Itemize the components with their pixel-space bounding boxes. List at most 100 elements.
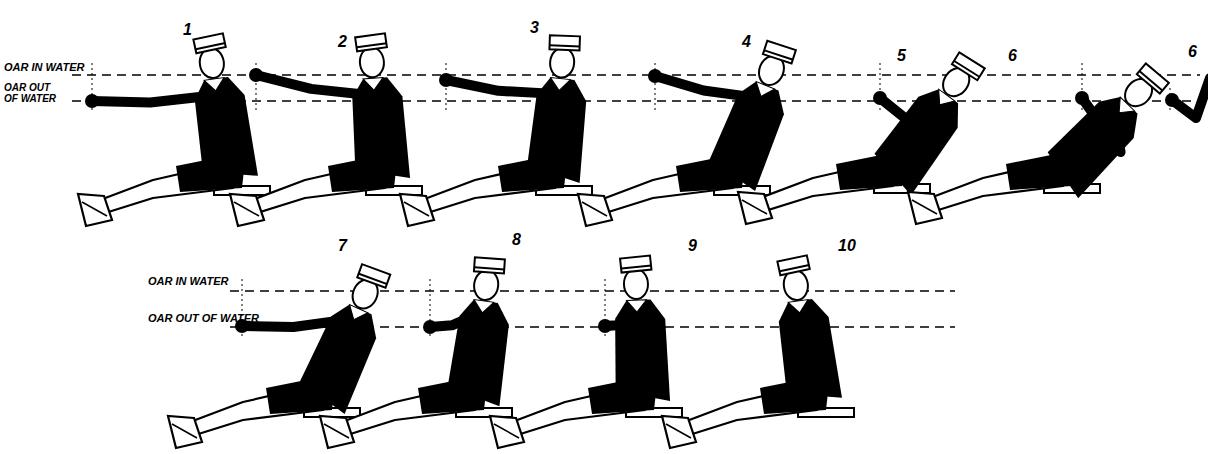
- callout-number: 10: [838, 238, 868, 255]
- arm: [1082, 98, 1121, 152]
- cap-band: [764, 49, 793, 62]
- cap-band: [475, 265, 505, 271]
- cap: [777, 255, 810, 275]
- cap: [473, 255, 506, 275]
- guide-lines: [72, 75, 1200, 327]
- guide-label: OAR IN WATER: [4, 62, 124, 74]
- rower-partial: [1165, 78, 1208, 118]
- arm: [92, 96, 208, 103]
- jersey: [774, 297, 842, 406]
- shoe-strap: [234, 202, 259, 216]
- shoe: [738, 192, 772, 224]
- rower: [78, 31, 270, 226]
- cap-band: [621, 266, 651, 269]
- shoe: [168, 416, 202, 448]
- guide-label: OAR OUT OF WATER: [4, 83, 64, 104]
- callout-number: 4: [742, 34, 762, 51]
- callout-number: 2: [338, 34, 358, 51]
- head: [623, 269, 648, 300]
- callout-number: 7: [338, 238, 358, 255]
- shoe: [908, 192, 942, 224]
- shoe: [490, 416, 524, 448]
- collar: [627, 300, 647, 313]
- guide-label: OAR OUT OF WATER: [148, 313, 308, 325]
- cap: [356, 262, 391, 289]
- cap: [355, 33, 387, 51]
- arm: [446, 80, 551, 94]
- callout-number: 9: [688, 238, 708, 255]
- rower: [908, 56, 1180, 224]
- upper-body: [705, 35, 810, 191]
- head: [549, 46, 576, 78]
- upper-body: [184, 31, 258, 183]
- rower: [400, 32, 595, 226]
- fist-on-oar: [439, 73, 453, 87]
- shoe: [578, 194, 612, 226]
- upper-body: [526, 32, 595, 183]
- cap-band: [779, 265, 809, 271]
- cap-band: [1140, 70, 1163, 92]
- fist-on-oar: [1075, 91, 1089, 105]
- callout-number: 6: [1188, 44, 1208, 61]
- collar: [204, 78, 225, 93]
- shoe-strap: [742, 200, 767, 214]
- cap: [193, 33, 226, 53]
- shoe: [400, 194, 434, 226]
- fist-on-oar: [598, 319, 612, 333]
- fist-on-oar: [85, 94, 99, 108]
- oar-in-water-line: [72, 74, 1200, 75]
- shoe-strap: [666, 424, 691, 438]
- upper-body: [768, 253, 842, 405]
- rower: [490, 255, 682, 448]
- upper-body: [346, 32, 410, 181]
- jersey: [867, 81, 971, 195]
- upper-body: [1039, 56, 1179, 199]
- collar: [788, 300, 809, 315]
- rower-figures: [78, 31, 1208, 448]
- collar: [363, 78, 384, 91]
- shoe: [230, 194, 264, 226]
- cap: [762, 39, 797, 65]
- cap-band: [357, 43, 387, 47]
- callout-number: 1: [183, 22, 203, 39]
- cap-band: [195, 43, 225, 49]
- upper-body: [867, 45, 997, 195]
- arm: [880, 98, 939, 145]
- shoe-strap: [404, 202, 429, 216]
- cap-band: [550, 43, 580, 48]
- cap: [1136, 62, 1169, 95]
- fist-on-oar: [423, 320, 437, 334]
- shoe-strap: [324, 424, 349, 438]
- cap: [951, 51, 985, 82]
- shoe: [662, 416, 696, 448]
- shoe-strap: [494, 424, 519, 438]
- shoe-strap: [582, 202, 607, 216]
- jersey: [446, 298, 514, 407]
- shoe: [78, 194, 112, 226]
- callout-number: 3: [530, 20, 550, 37]
- arm: [256, 75, 366, 95]
- upper-body: [446, 254, 520, 406]
- callout-number: 5: [897, 48, 917, 65]
- callout-number: 6: [1008, 48, 1028, 65]
- cap-band: [954, 59, 979, 78]
- cap: [620, 256, 652, 273]
- fist-on-oar: [793, 319, 807, 333]
- rower: [230, 32, 422, 226]
- fist-on-oar: [1165, 93, 1179, 107]
- jersey: [613, 299, 671, 403]
- fist-on-oar: [648, 69, 662, 83]
- cap: [548, 33, 581, 52]
- cap-band: [359, 272, 387, 286]
- shoe-strap: [82, 202, 107, 216]
- rower: [662, 253, 854, 448]
- callout-number: 8: [512, 232, 532, 249]
- shoe-strap: [912, 200, 937, 214]
- upper-body: [295, 259, 404, 414]
- shoe: [320, 416, 354, 448]
- fist-on-oar: [873, 91, 887, 105]
- arm: [655, 76, 752, 97]
- shoe-strap: [172, 424, 197, 438]
